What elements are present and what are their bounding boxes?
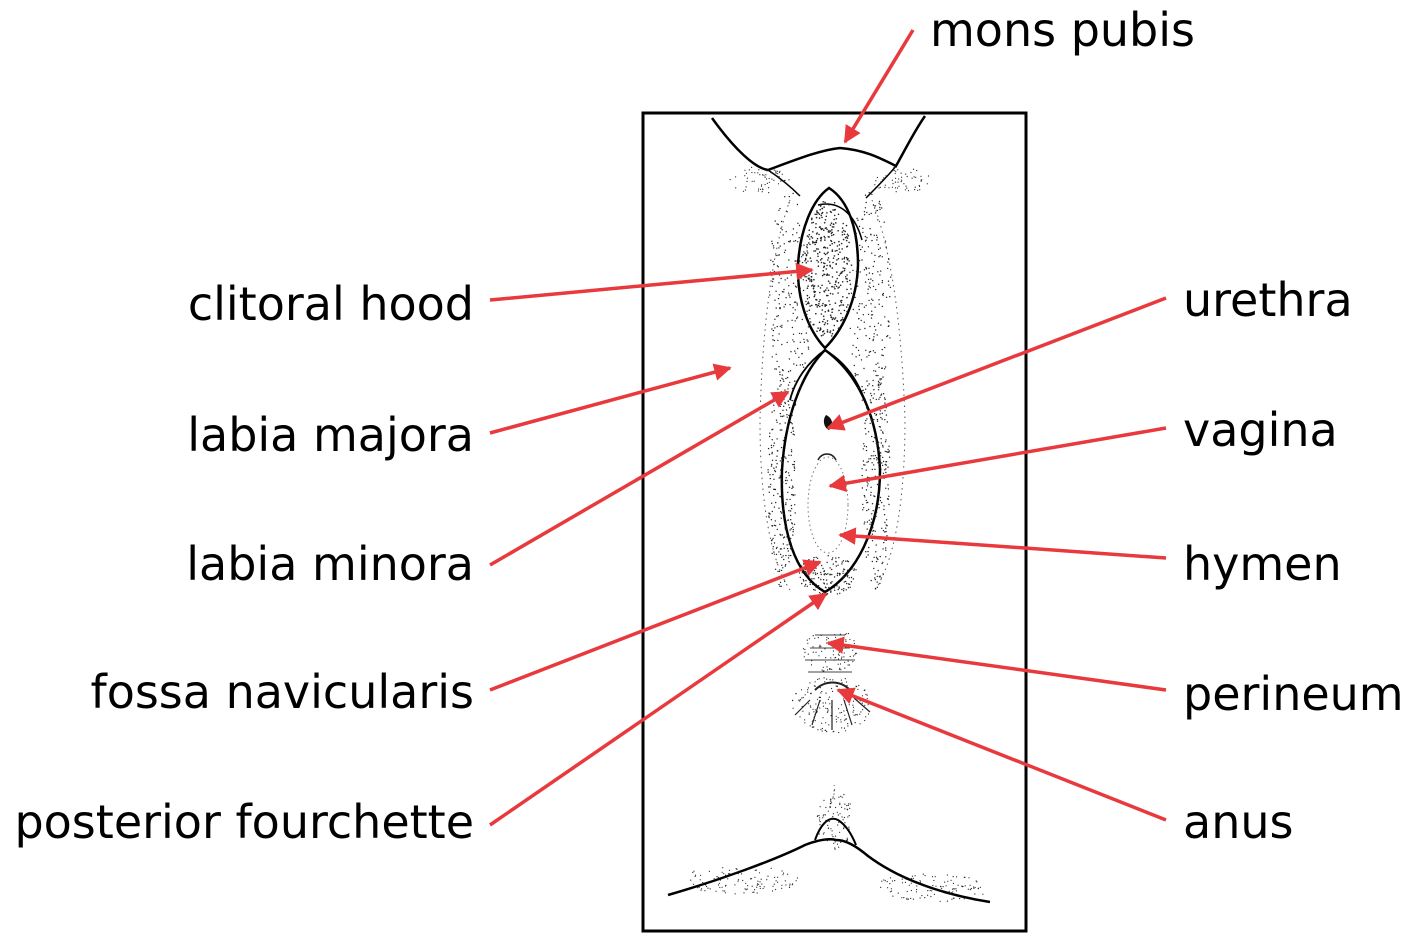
label-vagina: vagina	[1183, 403, 1338, 457]
label-labia-majora: labia majora	[187, 408, 474, 462]
label-urethra: urethra	[1183, 273, 1353, 327]
label-perineum: perineum	[1183, 667, 1404, 721]
label-labia-minora: labia minora	[186, 537, 474, 591]
label-clitoral-hood: clitoral hood	[188, 277, 474, 331]
label-anus: anus	[1183, 795, 1293, 849]
label-posterior-fourchette: posterior fourchette	[14, 795, 474, 849]
illustration-frame	[643, 113, 1026, 931]
label-mons-pubis: mons pubis	[930, 3, 1195, 57]
label-hymen: hymen	[1183, 537, 1342, 591]
label-fossa-navicularis: fossa navicularis	[91, 665, 475, 719]
